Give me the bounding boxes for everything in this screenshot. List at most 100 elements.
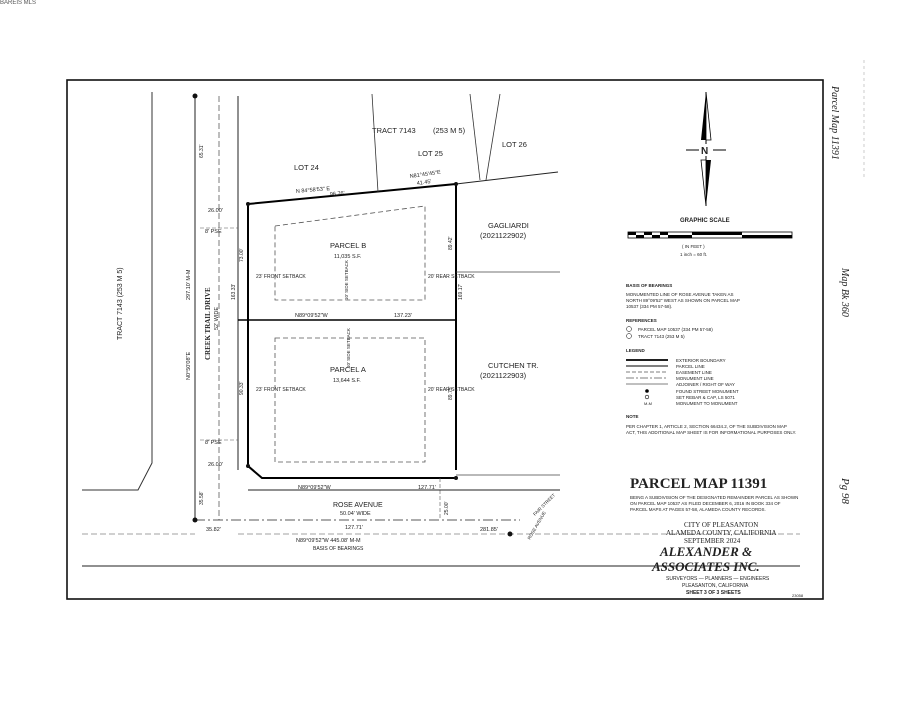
- parcel-b-label: PARCEL B: [330, 241, 366, 250]
- header-strip: BAREIS MLS: [0, 0, 37, 6]
- title-block: PARCEL MAP 11391 BEING A SUBDIVISION OF …: [630, 476, 804, 598]
- parcel-a-label: PARCEL A: [330, 365, 366, 374]
- svg-text:SHEET 3 OF 3 SHEETS: SHEET 3 OF 3 SHEETS: [686, 590, 741, 596]
- lot-26-label: LOT 26: [502, 140, 527, 149]
- tract-left-label: TRACT 7143 (253 M 5): [117, 267, 124, 340]
- svg-text:PLEASANTON, CALIFORNIA: PLEASANTON, CALIFORNIA: [682, 583, 749, 589]
- svg-text:41.45': 41.45': [416, 179, 432, 187]
- firm-name-1: ALEXANDER &: [659, 544, 752, 559]
- svg-text:35.82': 35.82': [206, 527, 221, 533]
- svg-text:NORTH 89°09'52" WEST AS SHOWN: NORTH 89°09'52" WEST AS SHOWN ON PARCEL …: [626, 298, 740, 303]
- tract-road-edge: [82, 92, 153, 491]
- svg-text:ACT, THIS ADDITIONAL MAP SHEET: ACT, THIS ADDITIONAL MAP SHEET IS FOR IN…: [626, 430, 796, 435]
- svg-text:( IN FEET ): ( IN FEET ): [682, 244, 705, 249]
- svg-text:NOTE: NOTE: [626, 414, 639, 419]
- svg-text:10' SIDE SETBACK: 10' SIDE SETBACK: [344, 260, 349, 300]
- svg-text:LEGEND: LEGEND: [626, 348, 646, 353]
- svg-text:PARCEL MAP 10537 (334 PM 57-58: PARCEL MAP 10537 (334 PM 57-58): [638, 327, 713, 332]
- svg-text:50.04' WIDE: 50.04' WIDE: [340, 511, 371, 517]
- svg-text:CITY OF PLEASANTON: CITY OF PLEASANTON: [684, 521, 758, 529]
- svg-text:11,035 S.F.: 11,035 S.F.: [334, 254, 362, 260]
- svg-text:26.00': 26.00': [208, 208, 223, 214]
- svg-text:23058: 23058: [792, 593, 804, 598]
- svg-text:N0°50'08"E: N0°50'08"E: [186, 352, 192, 380]
- svg-text:(2021122902): (2021122902): [480, 231, 527, 240]
- exterior-boundary-west: [247, 204, 456, 479]
- svg-text:PARCEL MAPS AT PAGES 57-58, AL: PARCEL MAPS AT PAGES 57-58, ALAMEDA COUN…: [630, 507, 766, 512]
- svg-text:25.00': 25.00': [444, 501, 450, 515]
- svg-text:BASIS OF BEARINGS: BASIS OF BEARINGS: [626, 283, 672, 288]
- north-line-ext: [455, 171, 559, 185]
- svg-text:ON PARCEL MAP 10537 AS FILED D: ON PARCEL MAP 10537 AS FILED DECEMBER 6,…: [630, 501, 781, 506]
- svg-text:M-M: M-M: [644, 401, 652, 406]
- svg-text:N81°45'45"E: N81°45'45"E: [409, 170, 441, 180]
- svg-text:FOUND STREET MONUMENT: FOUND STREET MONUMENT: [676, 389, 739, 394]
- svg-text:20' REAR SETBACK: 20' REAR SETBACK: [428, 387, 475, 393]
- lot-line-3: [485, 93, 501, 181]
- lot-line-1: [371, 93, 379, 193]
- lot-line-2: [469, 93, 481, 181]
- svg-text:35.58': 35.58': [199, 491, 205, 505]
- svg-text:20' REAR SETBACK: 20' REAR SETBACK: [428, 274, 475, 280]
- svg-text:163.33': 163.33': [231, 284, 237, 300]
- margin-note-map: Parcel Map 11391: [829, 85, 840, 160]
- map-title: PARCEL MAP 11391: [630, 476, 767, 492]
- svg-text:90.33': 90.33': [239, 381, 245, 395]
- monument-se: [507, 531, 513, 537]
- svg-text:REFERENCES: REFERENCES: [626, 318, 657, 323]
- svg-text:8' PSE: 8' PSE: [205, 229, 222, 235]
- svg-text:23' FRONT SETBACK: 23' FRONT SETBACK: [256, 274, 306, 280]
- svg-text:137.23': 137.23': [394, 313, 412, 319]
- svg-text:EXTERIOR BOUNDARY: EXTERIOR BOUNDARY: [676, 358, 726, 363]
- svg-text:13,644 S.F.: 13,644 S.F.: [333, 378, 361, 384]
- svg-text:281.85': 281.85': [480, 527, 498, 533]
- svg-text:169.17': 169.17': [458, 284, 464, 300]
- svg-text:MONUMENT TO MONUMENT: MONUMENT TO MONUMENT: [676, 401, 738, 406]
- svg-text:BEING A SUBDIVISION OF THE DES: BEING A SUBDIVISION OF THE DESIGNATED RE…: [630, 495, 798, 500]
- svg-text:1 inch = 60 ft.: 1 inch = 60 ft.: [680, 252, 707, 257]
- creek-trail-label: CREEK TRAIL DRIVE: [204, 287, 212, 360]
- sheet-border: [66, 79, 824, 600]
- lot-24-label: LOT 24: [294, 163, 319, 172]
- monument-north: [192, 93, 198, 99]
- svg-text:89.75': 89.75': [448, 386, 454, 400]
- svg-text:ADJOINER / RIGHT OF WAY: ADJOINER / RIGHT OF WAY: [676, 382, 735, 387]
- svg-text:SEPTEMBER 2024: SEPTEMBER 2024: [684, 537, 741, 545]
- svg-text:23' FRONT SETBACK: 23' FRONT SETBACK: [256, 387, 306, 393]
- svg-text:52' WIDE: 52' WIDE: [214, 307, 220, 330]
- svg-text:(253 M 5): (253 M 5): [433, 126, 466, 135]
- svg-text:89.42': 89.42': [448, 236, 454, 250]
- svg-text:SURVEYORS — PLANNERS — ENGINEE: SURVEYORS — PLANNERS — ENGINEERS: [666, 576, 770, 582]
- svg-text:65.31': 65.31': [199, 144, 205, 158]
- graphic-scale-title: GRAPHIC SCALE: [680, 218, 730, 224]
- svg-text:297.10' M-M: 297.10' M-M: [186, 269, 192, 300]
- svg-text:8' PSE: 8' PSE: [205, 440, 222, 446]
- svg-text:BASIS OF BEARINGS: BASIS OF BEARINGS: [313, 546, 364, 552]
- margin-note-book: Map Bk 360: [839, 267, 850, 317]
- svg-text:10' SIDE SETBACK: 10' SIDE SETBACK: [346, 328, 351, 368]
- svg-text:PARCEL LINE: PARCEL LINE: [676, 364, 705, 369]
- north-arrow-icon: N: [686, 91, 726, 207]
- svg-text:26.00': 26.00': [208, 462, 223, 468]
- svg-text:TRACT 7143 (253 M 5): TRACT 7143 (253 M 5): [638, 334, 685, 339]
- svg-text:N89°09'52"W 445.08' M-M: N89°09'52"W 445.08' M-M: [296, 538, 361, 544]
- svg-text:N89°09'52"W: N89°09'52"W: [298, 485, 332, 491]
- cutchen-label: CUTCHEN TR.: [488, 361, 539, 370]
- svg-text:73.00': 73.00': [239, 248, 245, 262]
- svg-text:MONUMENTED LINE OF ROSE AVENUE: MONUMENTED LINE OF ROSE AVENUE TAKEN AS: [626, 292, 734, 297]
- margin-note-page: Pg 98: [839, 477, 851, 504]
- rose-avenue-label: ROSE AVENUE: [333, 502, 383, 509]
- svg-text:PER CHAPTER 1, ARTICLE 2, SECT: PER CHAPTER 1, ARTICLE 2, SECTION 66434.…: [626, 424, 787, 429]
- svg-text:96.76': 96.76': [330, 191, 345, 198]
- svg-text:127.71': 127.71': [418, 485, 436, 491]
- svg-text:MONUMENT LINE: MONUMENT LINE: [676, 376, 714, 381]
- gagliardi-label: GAGLIARDI: [488, 221, 529, 230]
- parcel-b-setback: [274, 205, 426, 301]
- firm-name-2: ASSOCIATES INC.: [651, 559, 760, 574]
- parcel-a-setback: [274, 337, 426, 463]
- tract-top-label: TRACT 7143: [372, 126, 416, 135]
- svg-text:EASEMENT LINE: EASEMENT LINE: [676, 370, 712, 375]
- svg-text:N: N: [701, 146, 708, 157]
- svg-text:N89°09'52"W: N89°09'52"W: [295, 313, 329, 319]
